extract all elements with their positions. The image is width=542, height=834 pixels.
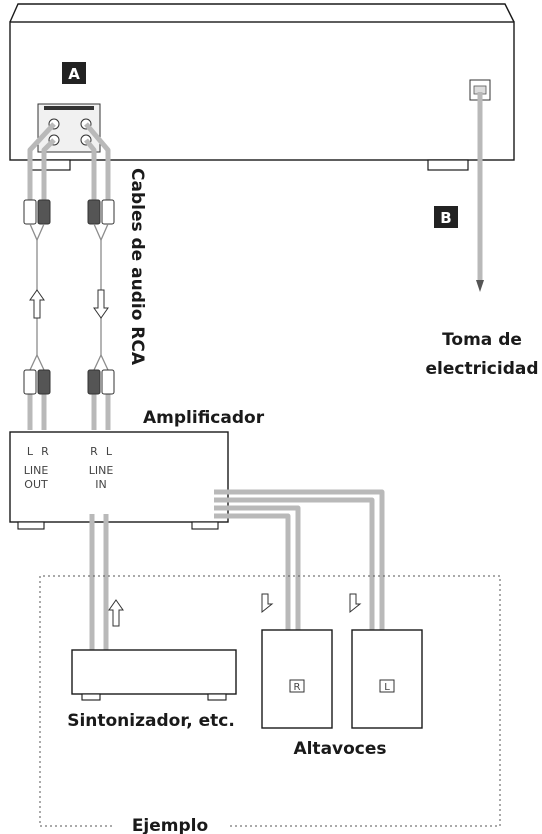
main-unit: [9, 3, 515, 171]
rca-plugs-bottom: [23, 353, 115, 395]
tuner-unit: [71, 649, 237, 701]
signal-arrow-icon: [93, 289, 109, 319]
svg-text:A: A: [68, 65, 80, 83]
svg-text:B: B: [440, 209, 451, 227]
speaker-left: L: [351, 629, 423, 729]
ejemplo-frame: [39, 575, 501, 827]
speaker-right: R: [261, 629, 333, 729]
rca-plugs-top: [23, 199, 115, 242]
line-in-l: L: [106, 445, 113, 458]
line-out-l: L: [27, 445, 34, 458]
signal-arrow-icon: [108, 599, 124, 627]
tuner-cables: [89, 514, 109, 664]
power-cable: [476, 92, 484, 292]
signal-arrow-icon: [261, 593, 274, 614]
amplificador-label: Amplificador: [143, 408, 265, 428]
badge-a: A: [62, 62, 86, 84]
signal-arrow-icon: [349, 593, 362, 614]
amplifier: [9, 431, 229, 530]
sintonizador-label: Sintonizador, etc.: [67, 711, 235, 731]
svg-text:L: L: [384, 682, 390, 693]
ejemplo-label: Ejemplo: [132, 816, 208, 834]
line-in-label-1: LINE: [89, 464, 114, 477]
toma-label-line1: Toma de: [442, 330, 522, 350]
toma-label-line2: electricidad: [425, 359, 538, 379]
line-out-label-2: OUT: [24, 478, 48, 491]
svg-text:R: R: [294, 682, 301, 693]
cables-label: Cables de audio RCA: [127, 168, 147, 366]
line-in-label-2: IN: [95, 478, 106, 491]
rca-cable-right: [84, 122, 111, 430]
line-out-r: R: [41, 445, 49, 458]
line-out-label-1: LINE: [24, 464, 49, 477]
speaker-cables: [214, 489, 385, 638]
badge-b: B: [434, 206, 458, 228]
rca-cable-left: [27, 122, 56, 430]
signal-arrow-icon: [29, 289, 45, 319]
line-in-r: R: [90, 445, 98, 458]
altavoces-label: Altavoces: [293, 739, 386, 759]
